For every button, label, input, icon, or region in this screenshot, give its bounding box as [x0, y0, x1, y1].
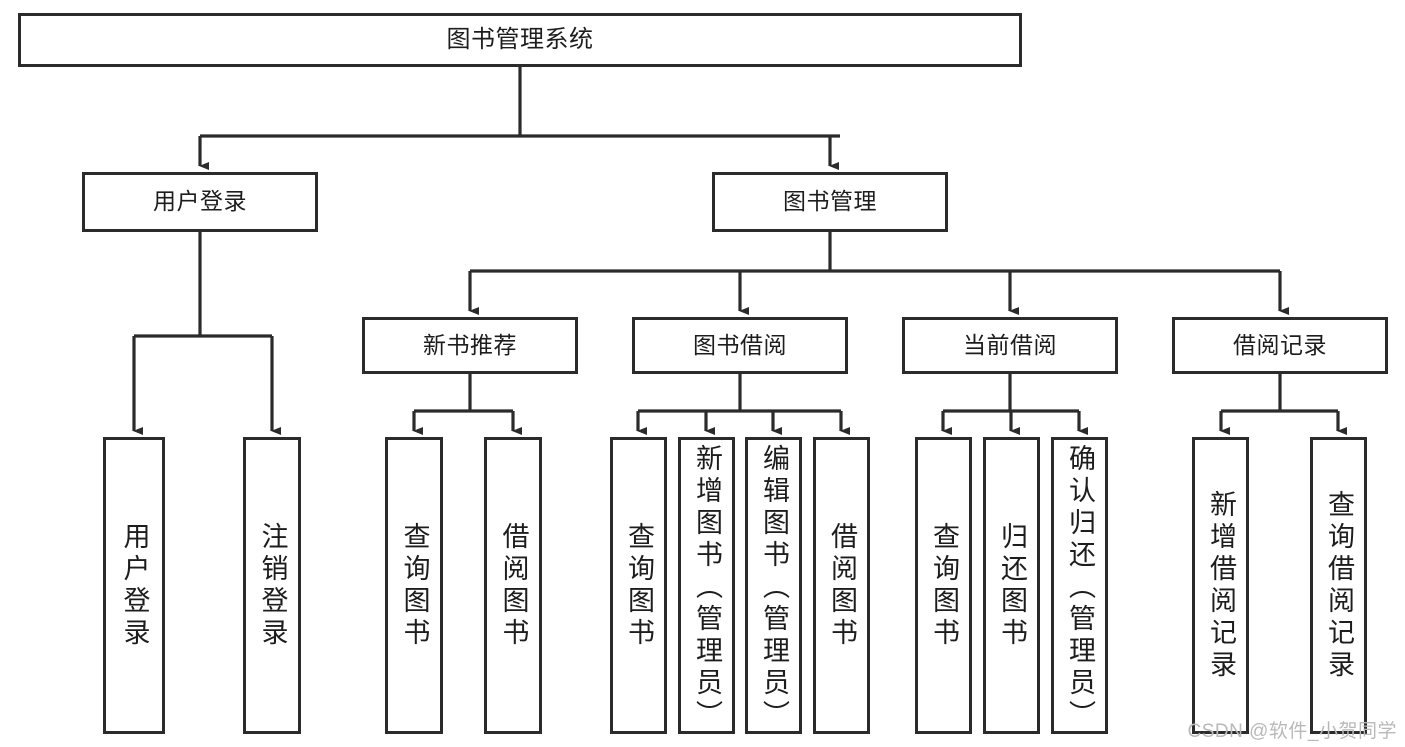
node-book-borrow[interactable]: 图书借阅: [632, 317, 848, 374]
node-leaf-borrow-book-1[interactable]: 借阅图书: [484, 437, 542, 734]
node-label: 图书管理系统: [446, 25, 594, 53]
node-label: 借阅图书: [498, 521, 529, 650]
node-label: 借阅图书: [827, 521, 857, 650]
node-label: 新书推荐: [423, 331, 517, 358]
node-leaf-add-book-admin[interactable]: 新增图书（管理员）: [678, 437, 735, 734]
node-leaf-query-book-2[interactable]: 查询图书: [610, 437, 667, 734]
node-label: 图书管理: [783, 188, 877, 215]
node-label: 查询图书: [929, 521, 959, 650]
node-label: 当前借阅: [963, 331, 1057, 358]
node-leaf-query-book-3[interactable]: 查询图书: [915, 437, 972, 734]
node-current-borrow[interactable]: 当前借阅: [902, 317, 1118, 374]
node-book-management[interactable]: 图书管理: [712, 172, 948, 232]
node-label: 新增图书（管理员）: [692, 444, 722, 732]
node-label: 确认归还（管理员）: [1065, 444, 1095, 732]
node-borrow-record[interactable]: 借阅记录: [1172, 317, 1388, 374]
node-leaf-confirm-return-admin[interactable]: 确认归还（管理员）: [1051, 437, 1108, 734]
node-leaf-return-book[interactable]: 归还图书: [983, 437, 1040, 734]
node-label: 新增借阅记录: [1206, 489, 1236, 682]
node-new-book-recommend[interactable]: 新书推荐: [362, 317, 578, 374]
node-leaf-edit-book-admin[interactable]: 编辑图书（管理员）: [745, 437, 802, 734]
node-label: 编辑图书（管理员）: [759, 444, 789, 732]
node-leaf-logout[interactable]: 注销登录: [243, 437, 301, 734]
node-label: 查询借阅记录: [1324, 489, 1354, 682]
node-leaf-borrow-book-2[interactable]: 借阅图书: [813, 437, 870, 734]
node-user-login[interactable]: 用户登录: [82, 172, 318, 232]
node-leaf-query-borrow-record[interactable]: 查询借阅记录: [1310, 437, 1367, 734]
node-root-system[interactable]: 图书管理系统: [18, 13, 1022, 67]
node-leaf-query-book-1[interactable]: 查询图书: [385, 437, 443, 734]
node-label: 图书借阅: [693, 331, 787, 358]
node-label: 用户登录: [153, 188, 247, 215]
node-label: 用户登录: [119, 521, 150, 650]
node-label: 查询图书: [399, 521, 430, 650]
node-label: 注销登录: [257, 521, 288, 650]
node-label: 借阅记录: [1233, 331, 1327, 358]
node-label: 查询图书: [624, 521, 654, 650]
node-label: 归还图书: [997, 521, 1027, 650]
node-leaf-add-borrow-record[interactable]: 新增借阅记录: [1192, 437, 1249, 734]
node-leaf-user-login[interactable]: 用户登录: [103, 437, 165, 734]
